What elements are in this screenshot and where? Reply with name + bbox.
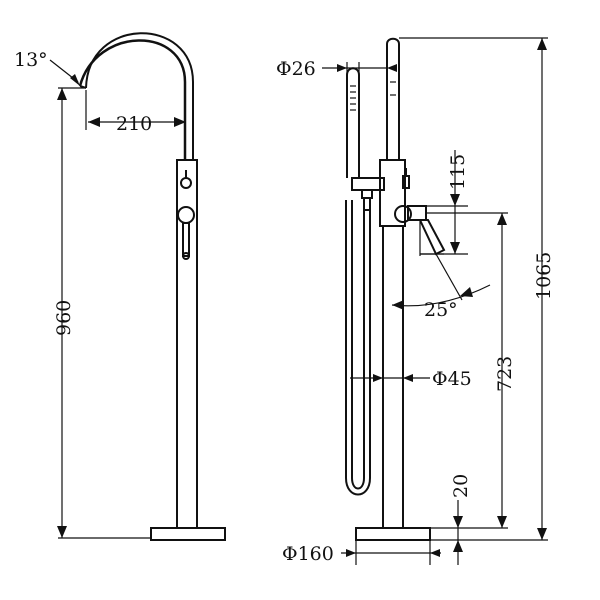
handshower-diameter-dimension: Φ26 [276,58,397,80]
front-lever [182,222,190,257]
hose-loop [351,200,365,490]
spout-angle-label: 13° [14,49,48,71]
front-mixer-knob [177,206,195,224]
front-spout-outer [78,39,187,160]
mixer-offset-dimension: 115 [410,150,469,255]
front-base-plate [150,527,226,541]
side-column [382,225,404,529]
spout-angle-dimension: 13° [14,49,80,86]
spout-reach-label: 210 [116,113,152,135]
spout-reach-dimension: 210 [85,90,186,135]
side-mixer-body [379,159,406,227]
spout-height-label: 960 [53,300,75,336]
lever-angle-dimension: 25° [391,253,491,321]
handshower-diameter-label: Φ26 [276,58,316,80]
outlet-height-label: 723 [494,356,516,392]
side-mixer-knob [394,205,412,223]
base-diameter-dimension: Φ160 [282,540,441,565]
total-height-label: 1065 [533,252,555,300]
body-diameter-label: Φ45 [432,368,472,390]
base-diameter-label: Φ160 [282,543,334,565]
outlet-height-dimension: 723 [426,212,516,529]
handshower [346,67,360,178]
base-thickness-dimension: 20 [450,474,472,565]
front-view [78,32,226,541]
body-diameter-dimension: Φ45 [350,368,472,390]
side-view [345,37,446,541]
front-diverter-knob [180,177,192,189]
base-thickness-label: 20 [450,474,472,498]
front-spout-inner [85,32,194,160]
spout-height-dimension: 960 [53,87,150,539]
lever-angle-label: 25° [424,299,458,321]
front-column [176,159,198,529]
side-upper-tube [386,37,400,160]
mixer-offset-label: 115 [447,154,469,190]
side-lever [418,219,446,256]
side-base-plate [355,527,431,541]
total-height-dimension: 1065 [399,37,555,541]
